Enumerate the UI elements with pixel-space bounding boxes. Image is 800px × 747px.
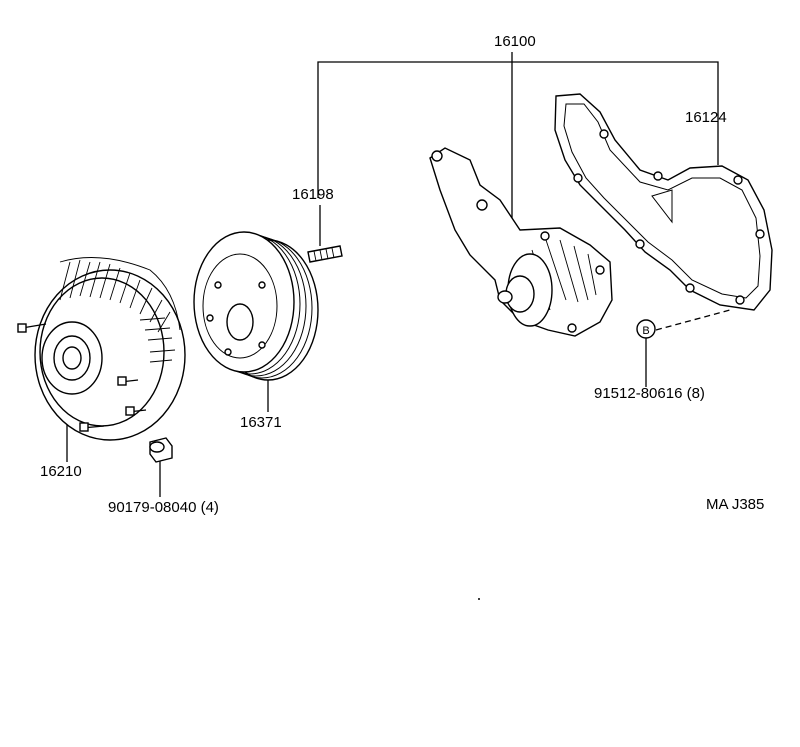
pulley — [193, 231, 319, 381]
drawing-code: MA J385 — [706, 496, 765, 513]
nut — [149, 437, 173, 463]
label-16210: 16210 — [40, 463, 82, 480]
label-90179-08040: 90179-08040 (4) — [108, 499, 219, 516]
water-pump — [429, 147, 613, 337]
bolt-marker: B — [636, 319, 656, 339]
label-16198: 16198 — [292, 186, 334, 203]
gasket — [554, 93, 773, 311]
label-16100: 16100 — [494, 33, 536, 50]
bolt-marker-letter: B — [642, 325, 649, 337]
label-91512-80616: 91512-80616 (8) — [594, 385, 705, 402]
stud — [307, 245, 343, 263]
label-16371: 16371 — [240, 414, 282, 431]
leader-lines — [66, 52, 731, 497]
fan-clutch — [17, 257, 186, 441]
label-16124: 16124 — [685, 109, 727, 126]
